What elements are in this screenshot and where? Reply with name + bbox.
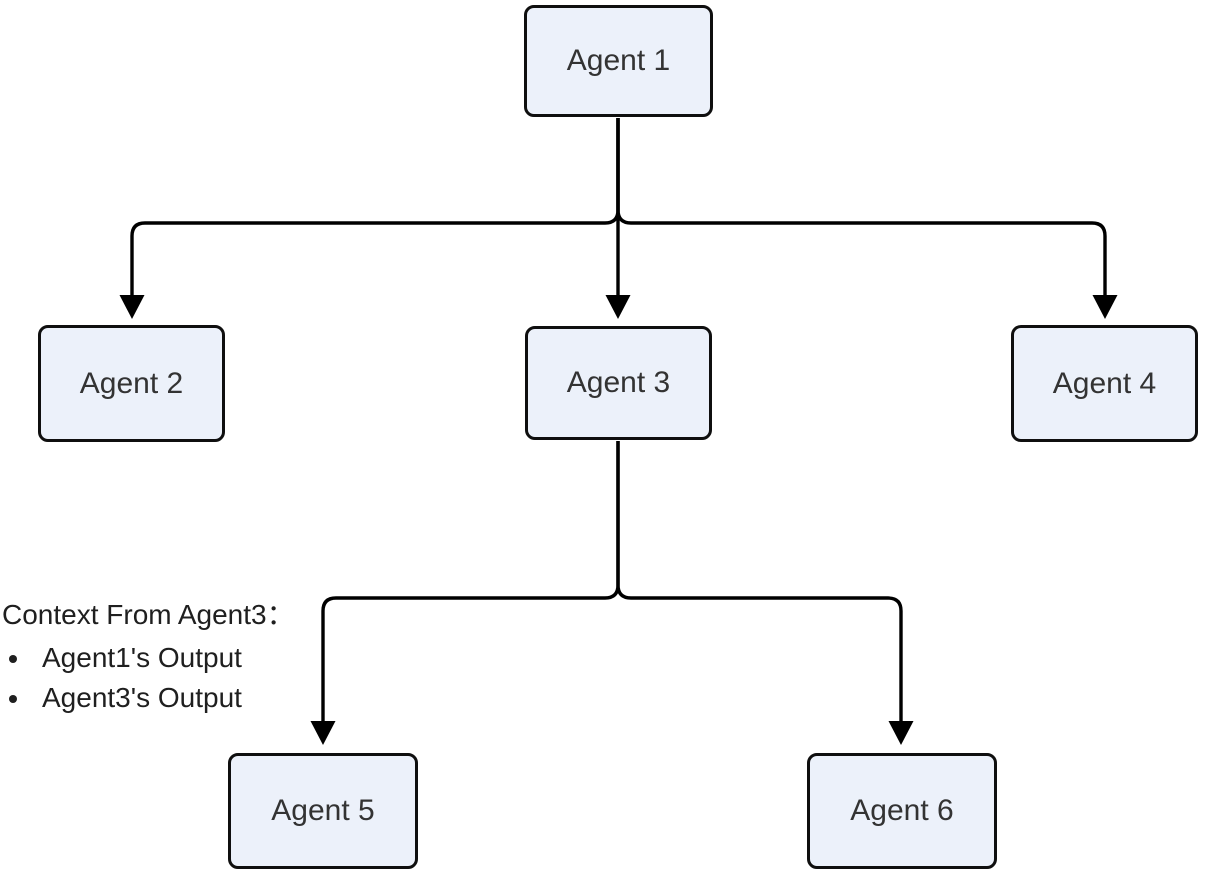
node-agent1-label: Agent 1 [566,44,671,77]
node-agent4: Agent 4 [1011,325,1198,442]
arrowhead-agent1-agent4 [1092,295,1118,319]
arrowhead-agent3-agent5 [310,721,336,745]
edge-agent1-agent2 [130,118,620,299]
node-agent5: Agent 5 [228,753,418,869]
arrowhead-agent1-agent2 [119,295,145,319]
arrowhead-agent1-agent3 [605,295,631,319]
arrowhead-agent3-agent6 [888,721,914,745]
context-annotation-title: Context From Agent3： [2,599,295,630]
node-agent2-label: Agent 2 [79,366,184,400]
node-agent1: Agent 1 [524,5,713,117]
node-agent4-label: Agent 4 [1052,366,1157,400]
node-agent5-label: Agent 5 [271,794,375,827]
node-agent3: Agent 3 [525,326,712,440]
node-agent6: Agent 6 [807,753,997,869]
context-annotation: Context From Agent3： Agent1's Output Age… [2,596,295,718]
context-annotation-bullet: Agent3's Output [32,678,295,718]
node-agent6-label: Agent 6 [850,794,954,827]
context-annotation-list: Agent1's Output Agent3's Output [2,638,295,718]
edge-agent1-agent4 [616,118,1107,299]
edge-agent3-agent5 [321,441,620,725]
edge-agent3-agent6 [616,441,903,725]
node-agent3-label: Agent 3 [566,366,671,399]
node-agent2: Agent 2 [38,325,225,442]
context-annotation-bullet: Agent1's Output [32,638,295,678]
